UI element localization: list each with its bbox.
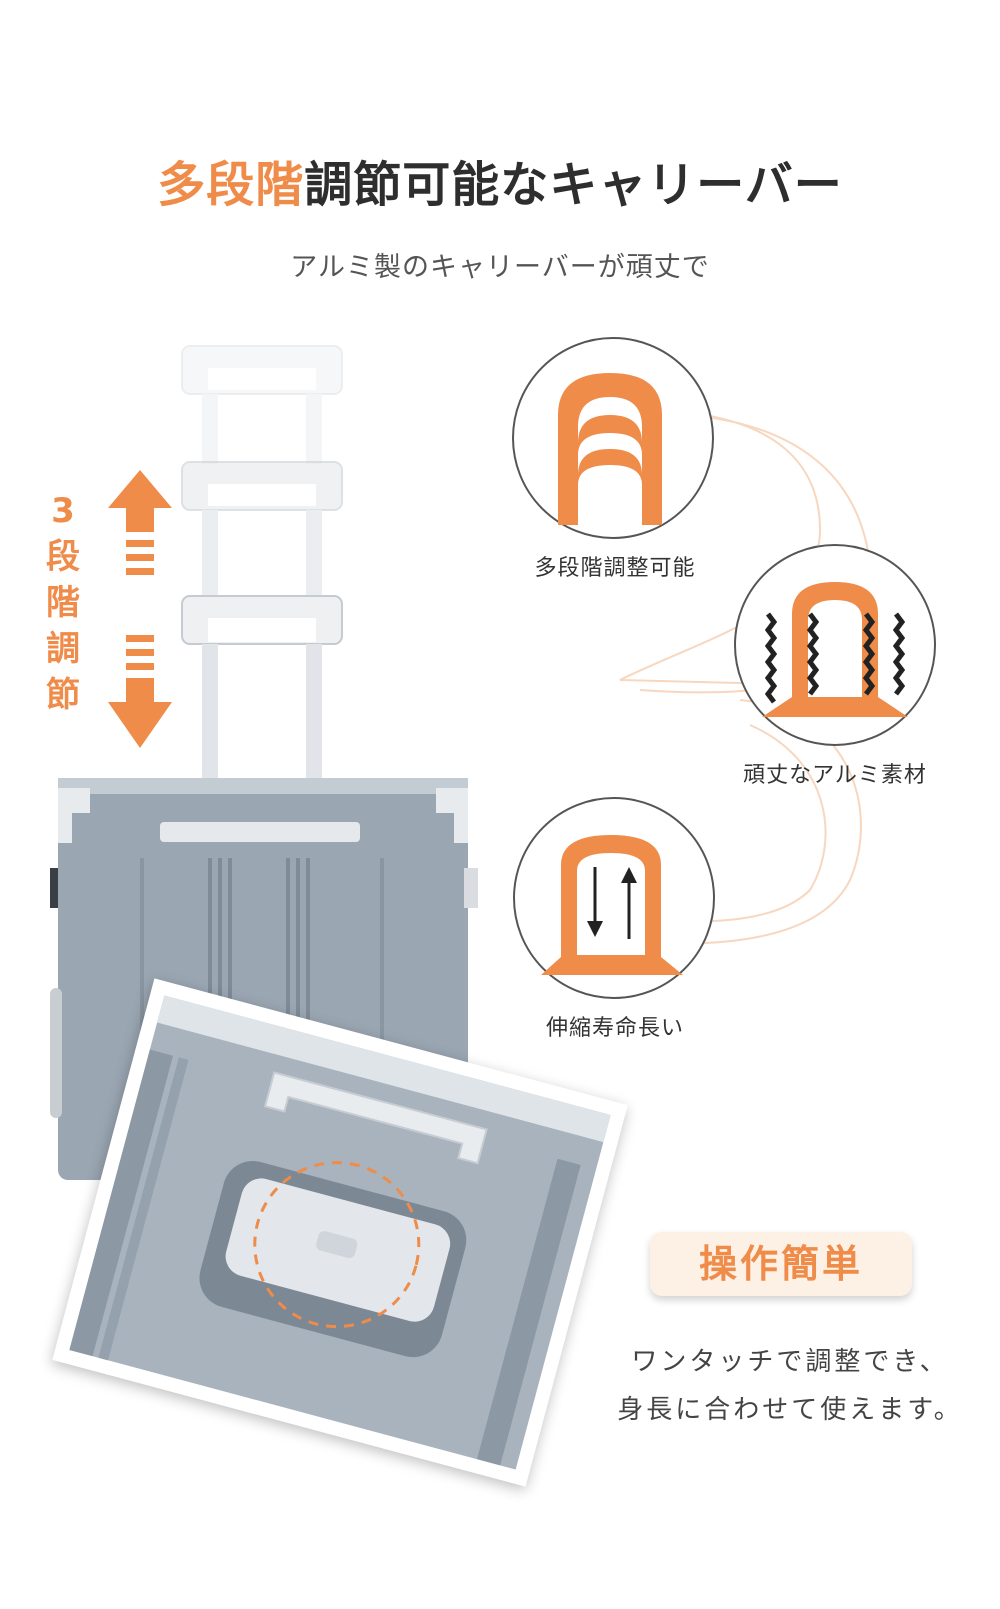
title-rest: 調節可能なキャリーバー bbox=[304, 157, 843, 213]
title-highlight: 多段階 bbox=[157, 157, 305, 213]
vertical-label-char: 階 bbox=[46, 583, 80, 623]
closeup-photo-card bbox=[52, 978, 628, 1487]
vertical-label: 3 段 階 調 節 bbox=[38, 488, 88, 718]
aluminum-frame-icon bbox=[734, 544, 936, 746]
telescoping-arrows-icon bbox=[513, 797, 715, 999]
feature-label: 伸縮寿命長い bbox=[545, 1016, 684, 1041]
multi-stage-handle-icon bbox=[512, 337, 714, 539]
vertical-label-char: 3 bbox=[51, 491, 75, 531]
feature-label: 頑丈なアルミ素材 bbox=[743, 763, 927, 788]
vertical-label-char: 調 bbox=[46, 629, 80, 669]
vertical-label-char: 段 bbox=[46, 537, 80, 577]
page-title: 多段階調節可能なキャリーバー bbox=[0, 145, 1000, 215]
vertical-label-char: 節 bbox=[46, 675, 80, 715]
adjust-arrows-icon bbox=[108, 470, 172, 748]
ease-of-use-badge: 操作簡単 bbox=[650, 1232, 912, 1296]
closeup-photo bbox=[69, 995, 611, 1470]
page-subtitle: アルミ製のキャリーバーが頑丈で bbox=[290, 252, 710, 283]
feature-label: 多段階調整可能 bbox=[534, 556, 696, 581]
description-line: 身長に合わせて使えます。 bbox=[617, 1395, 963, 1425]
description-line: ワンタッチで調整でき、 bbox=[631, 1347, 949, 1377]
description: ワンタッチで調整でき、 身長に合わせて使えます。 bbox=[600, 1338, 980, 1434]
